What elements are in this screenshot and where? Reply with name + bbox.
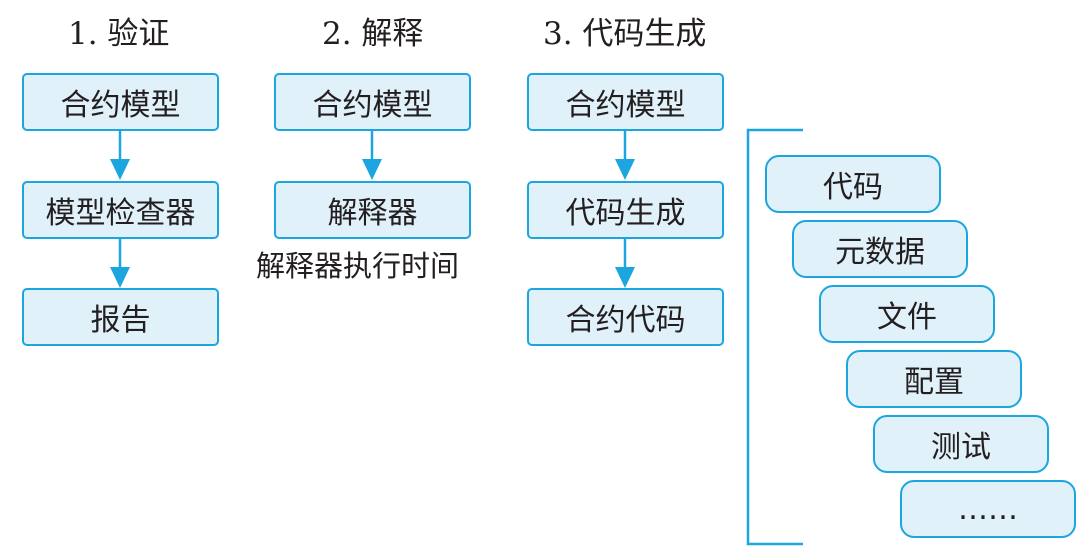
output-bracket — [746, 128, 803, 546]
process-box: 合约模型 — [22, 73, 219, 131]
process-box: 报告 — [22, 288, 219, 346]
flow-arrow-head — [110, 159, 130, 180]
column-heading: 1. 验证 — [68, 16, 170, 52]
process-box: 代码生成 — [527, 181, 724, 239]
flow-arrow-head — [615, 159, 635, 180]
flow-arrow-head — [615, 267, 635, 288]
column-heading: 3. 代码生成 — [543, 16, 707, 52]
process-box: 合约代码 — [527, 288, 724, 346]
output-item: 测试 — [873, 415, 1049, 473]
column-heading: 2. 解释 — [322, 16, 424, 52]
output-item: 元数据 — [792, 220, 968, 278]
output-item: 配置 — [846, 350, 1022, 408]
output-item: …… — [900, 480, 1076, 538]
output-item: 代码 — [765, 155, 941, 213]
flow-arrow-head — [362, 159, 382, 180]
output-item: 文件 — [819, 285, 995, 343]
process-box: 解释器 — [274, 181, 471, 239]
flow-arrow-head — [110, 267, 130, 288]
process-box: 合约模型 — [527, 73, 724, 131]
process-box: 合约模型 — [274, 73, 471, 131]
process-box: 模型检查器 — [22, 181, 219, 239]
column-note: 解释器执行时间 — [256, 249, 460, 283]
